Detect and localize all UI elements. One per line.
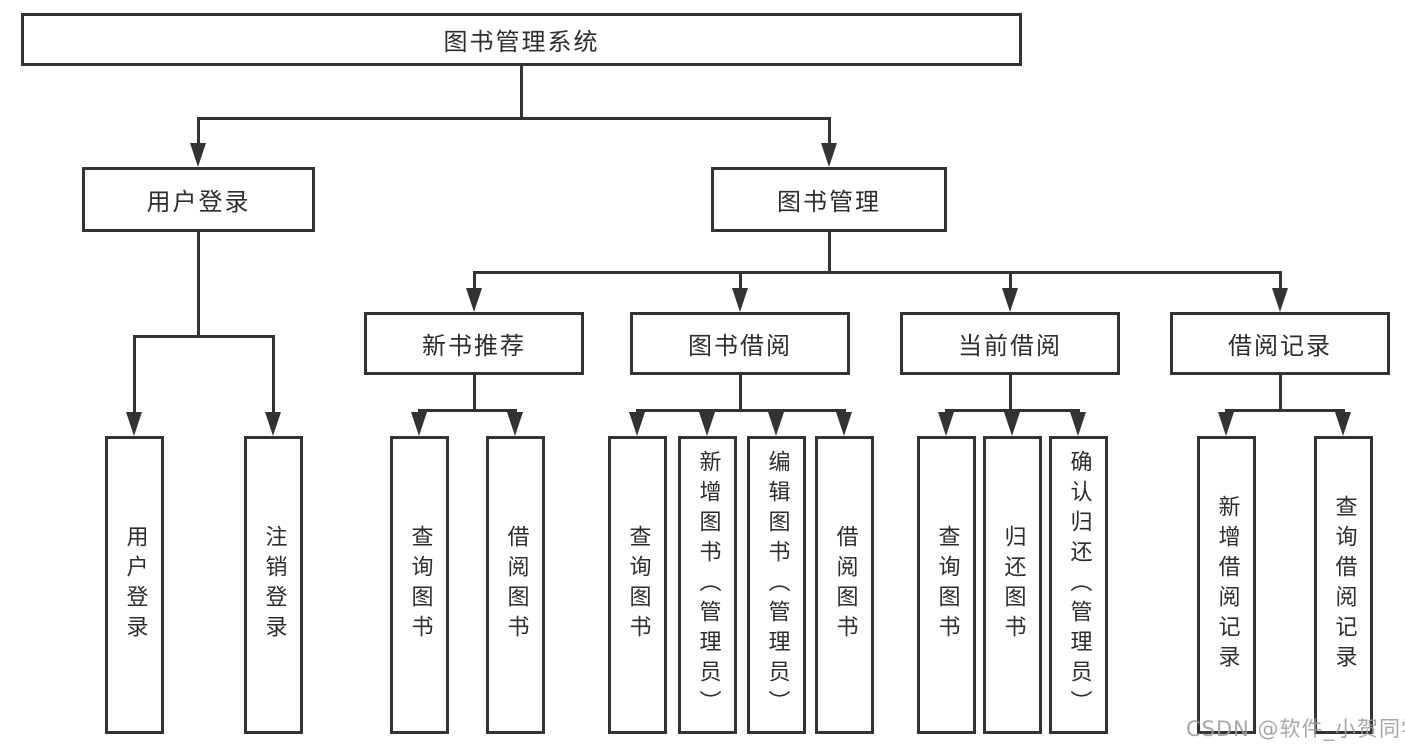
- connector-arrow-stem: [1225, 409, 1228, 414]
- connector-arrow-stem: [197, 117, 200, 145]
- connector-arrow-stem: [739, 271, 742, 290]
- connector-arrow-stem: [945, 409, 948, 414]
- arrow-down-icon: [1004, 412, 1020, 436]
- leaf-borrow-borrow-books-label: 借阅图书: [832, 525, 858, 645]
- connector-vertical-line: [1009, 375, 1012, 412]
- connector-horizontal-line: [636, 409, 846, 412]
- connector-arrow-stem: [473, 271, 476, 290]
- connector-arrow-stem: [418, 409, 421, 414]
- leaf-records-query-record-label: 查询借阅记录: [1331, 495, 1357, 675]
- arrow-down-icon: [1272, 288, 1288, 312]
- node-root: 图书管理系统: [21, 13, 1022, 66]
- connector-vertical-line: [739, 375, 742, 412]
- node-root-label: 图书管理系统: [443, 28, 600, 56]
- leaf-newbook-borrow-books-label: 借阅图书: [503, 525, 529, 645]
- connector-vertical-line: [473, 375, 476, 412]
- arrow-down-icon: [126, 412, 142, 436]
- connector-vertical-line: [828, 232, 831, 274]
- connector-horizontal-line: [197, 117, 831, 120]
- leaf-records-add-record: 新增借阅记录: [1197, 436, 1256, 734]
- arrow-down-icon: [768, 412, 784, 436]
- node-user-login-label: 用户登录: [146, 188, 251, 216]
- arrow-down-icon: [821, 143, 837, 167]
- leaf-borrow-edit-books-admin: 编辑图书（管理员）: [747, 436, 806, 734]
- leaf-borrow-query-books-label: 查询图书: [625, 525, 651, 645]
- connector-arrow-stem: [775, 409, 778, 414]
- arrow-down-icon: [507, 412, 523, 436]
- connector-arrow-stem: [1342, 409, 1345, 414]
- node-current-borrow-label: 当前借阅: [958, 332, 1062, 360]
- watermark-text: CSDN @软件_小贺同学: [1186, 717, 1405, 741]
- leaf-user-login: 用户登录: [105, 436, 164, 734]
- connector-arrow-stem: [1009, 271, 1012, 290]
- connector-arrow-stem: [272, 335, 275, 414]
- arrow-down-icon: [1218, 412, 1234, 436]
- leaf-borrow-borrow-books: 借阅图书: [815, 436, 874, 734]
- node-user-login: 用户登录: [82, 167, 315, 232]
- leaf-logout: 注销登录: [244, 436, 303, 734]
- node-book-borrow: 图书借阅: [630, 312, 850, 375]
- arrow-down-icon: [1002, 288, 1018, 312]
- leaf-current-confirm-return-admin-label: 确认归还（管理员）: [1066, 450, 1092, 720]
- connector-vertical-line: [197, 232, 200, 338]
- arrow-down-icon: [190, 143, 206, 167]
- connector-arrow-stem: [843, 409, 846, 414]
- node-borrow-records-label: 借阅记录: [1228, 332, 1332, 360]
- node-book-borrow-label: 图书借阅: [688, 332, 792, 360]
- arrow-down-icon: [699, 412, 715, 436]
- leaf-current-query-books-label: 查询图书: [934, 525, 960, 645]
- arrow-down-icon: [836, 412, 852, 436]
- arrow-down-icon: [1070, 412, 1086, 436]
- leaf-user-login-label: 用户登录: [122, 525, 148, 645]
- leaf-logout-label: 注销登录: [261, 525, 287, 645]
- arrow-down-icon: [466, 288, 482, 312]
- node-book-management-label: 图书管理: [777, 188, 881, 216]
- leaf-current-return-books: 归还图书: [983, 436, 1042, 734]
- connector-arrow-stem: [1279, 271, 1282, 290]
- node-current-borrow: 当前借阅: [900, 312, 1120, 375]
- connector-arrow-stem: [1077, 409, 1080, 414]
- node-borrow-records: 借阅记录: [1170, 312, 1390, 375]
- connector-horizontal-line: [133, 335, 275, 338]
- leaf-newbook-borrow-books: 借阅图书: [486, 436, 545, 734]
- arrow-down-icon: [938, 412, 954, 436]
- arrow-down-icon: [265, 412, 281, 436]
- arrow-down-icon: [411, 412, 427, 436]
- leaf-borrow-add-books-admin-label: 新增图书（管理员）: [695, 450, 721, 720]
- connector-vertical-line: [1279, 375, 1282, 412]
- node-new-book-recommend-label: 新书推荐: [422, 332, 526, 360]
- connector-horizontal-line: [1225, 409, 1345, 412]
- connector-horizontal-line: [418, 409, 517, 412]
- node-new-book-recommend: 新书推荐: [364, 312, 584, 375]
- arrow-down-icon: [629, 412, 645, 436]
- leaf-newbook-query-books: 查询图书: [390, 436, 449, 734]
- leaf-borrow-query-books: 查询图书: [608, 436, 667, 734]
- connector-horizontal-line: [473, 271, 1282, 274]
- leaf-records-query-record: 查询借阅记录: [1314, 436, 1373, 734]
- connector-arrow-stem: [828, 117, 831, 145]
- leaf-current-return-books-label: 归还图书: [1000, 525, 1026, 645]
- arrow-down-icon: [1335, 412, 1351, 436]
- connector-arrow-stem: [636, 409, 639, 414]
- leaf-borrow-edit-books-admin-label: 编辑图书（管理员）: [764, 450, 790, 720]
- connector-arrow-stem: [1011, 409, 1014, 414]
- node-book-management: 图书管理: [711, 167, 947, 232]
- arrow-down-icon: [732, 288, 748, 312]
- connector-arrow-stem: [706, 409, 709, 414]
- leaf-current-query-books: 查询图书: [917, 436, 976, 734]
- leaf-newbook-query-books-label: 查询图书: [407, 525, 433, 645]
- connector-arrow-stem: [133, 335, 136, 414]
- leaf-current-confirm-return-admin: 确认归还（管理员）: [1049, 436, 1108, 734]
- leaf-borrow-add-books-admin: 新增图书（管理员）: [678, 436, 737, 734]
- leaf-records-add-record-label: 新增借阅记录: [1214, 495, 1240, 675]
- connector-arrow-stem: [514, 409, 517, 414]
- connector-vertical-line: [520, 66, 523, 120]
